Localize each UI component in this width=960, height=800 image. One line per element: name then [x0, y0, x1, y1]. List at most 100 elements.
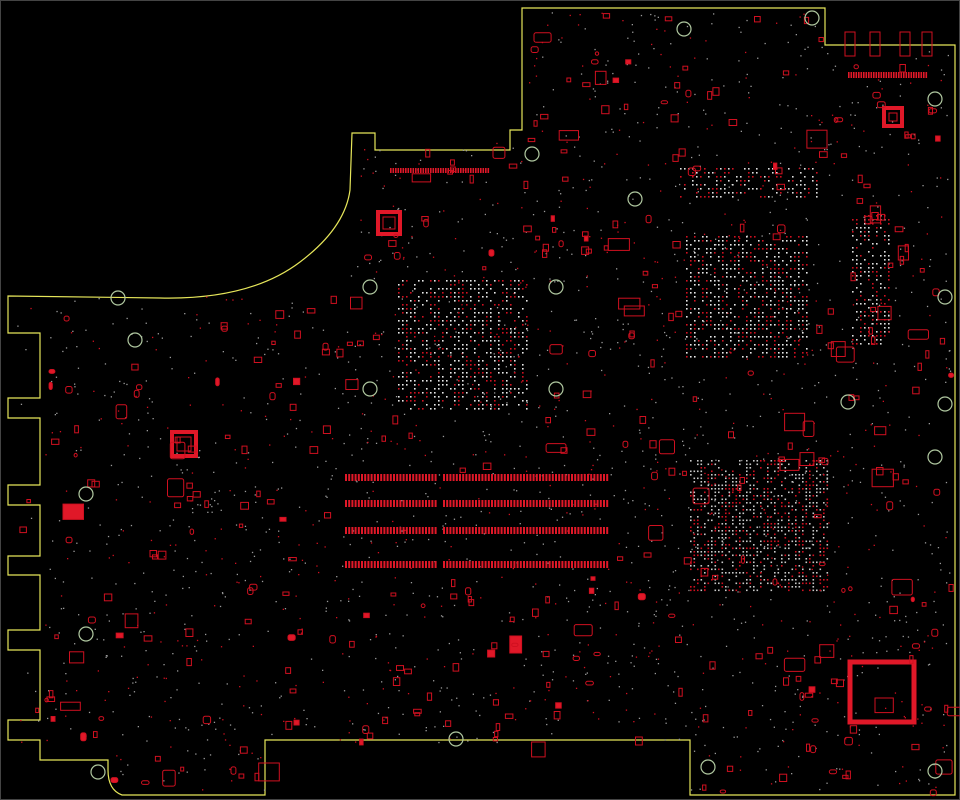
gpu-ball [774, 284, 776, 286]
pch-ball [721, 474, 724, 476]
pch-ball [711, 530, 713, 532]
dimm-pin [535, 474, 538, 481]
passive-component [93, 731, 98, 738]
via [836, 640, 838, 642]
via [141, 308, 143, 310]
pch-ball [725, 572, 727, 574]
pch-ball [809, 495, 811, 497]
via [106, 614, 108, 616]
cpu-ball [522, 280, 524, 282]
cpu-ball [490, 300, 492, 302]
passive-component [366, 732, 374, 740]
via [483, 697, 485, 699]
cpu-ball [510, 348, 512, 350]
pch-ball [746, 502, 748, 504]
pch-ball [795, 537, 797, 539]
cpu-ball [454, 280, 456, 282]
passive-component [853, 64, 859, 70]
cpu-ball [406, 280, 408, 282]
via [787, 650, 789, 652]
via [496, 233, 498, 235]
passive-component [806, 743, 811, 752]
pch-ball [739, 540, 741, 543]
pch-ball [812, 565, 815, 567]
via [415, 369, 417, 371]
via [814, 402, 816, 404]
via [899, 619, 901, 622]
passive-component [911, 743, 920, 751]
passive-component [143, 635, 153, 642]
passive-component [649, 440, 657, 449]
dimm-pin [373, 500, 376, 507]
dimm-pin [529, 561, 532, 568]
via [894, 692, 897, 694]
connector-tab [869, 31, 881, 57]
via [438, 741, 440, 744]
via [369, 262, 371, 265]
cpu-ball [410, 308, 412, 310]
cpu-ball [450, 324, 452, 326]
cpu-ball [398, 340, 400, 342]
via [917, 579, 919, 581]
cpu-ball [406, 336, 408, 338]
gpu-ball [730, 260, 732, 262]
via [588, 606, 590, 608]
pch-ball [826, 572, 829, 574]
dimm-pin [412, 500, 415, 507]
cpu-ball [410, 360, 412, 362]
via [397, 675, 399, 678]
connector-pads-ball [764, 180, 766, 182]
dimm-pin [491, 474, 493, 481]
dimm-pin [348, 527, 351, 534]
cpu-ball [434, 392, 436, 394]
via [191, 508, 194, 510]
cpu-ball [498, 404, 500, 406]
via [706, 128, 708, 130]
passive-component [777, 224, 786, 234]
gpu-ball [722, 336, 724, 338]
via [589, 494, 592, 496]
dimm-pin [452, 561, 455, 568]
via [108, 557, 110, 559]
via [554, 281, 556, 283]
cpu-ball [450, 320, 452, 322]
cpu-ball [430, 392, 432, 394]
via [949, 350, 951, 352]
gpu-ball [766, 256, 768, 258]
cpu-ball [474, 364, 476, 366]
gpu-ball [762, 312, 764, 314]
via [255, 501, 257, 503]
pch-ball [798, 575, 801, 578]
via [519, 523, 521, 525]
via [728, 235, 730, 237]
gpu-ball [698, 328, 700, 330]
via [165, 604, 168, 606]
cpu-ball [478, 408, 480, 410]
gpu-ball [734, 288, 736, 290]
gpu-ball [710, 256, 712, 258]
pch-ball [700, 505, 703, 508]
pch-ball [802, 477, 804, 480]
connector-pads-ball [788, 168, 790, 170]
via [686, 25, 689, 28]
passive-component [712, 574, 719, 580]
via [536, 534, 538, 536]
connector-pads-ball [692, 176, 694, 178]
gpu-ball [770, 268, 772, 270]
via [115, 583, 117, 585]
pch-ball [732, 481, 734, 483]
via [889, 133, 891, 136]
pch-ball [732, 565, 734, 567]
via [374, 156, 376, 158]
gpu-ball [690, 264, 692, 266]
via [671, 524, 673, 526]
cpu-ball [438, 320, 440, 322]
via [926, 305, 929, 308]
gpu-ball [786, 328, 788, 330]
via [97, 670, 99, 672]
cpu-ball [402, 284, 404, 286]
vram-ball [880, 323, 882, 325]
via [556, 519, 558, 521]
via [228, 638, 230, 641]
